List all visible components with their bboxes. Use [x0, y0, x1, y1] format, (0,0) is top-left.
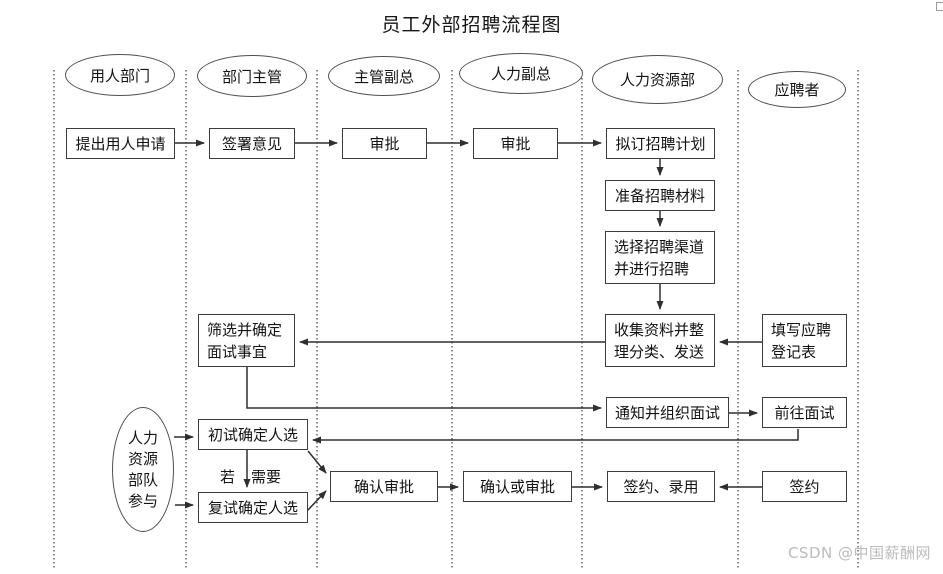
node-screen-arrange-interview: 筛选并确定面试事宜: [198, 314, 295, 367]
node-confirm-approve: 确认审批: [330, 471, 438, 502]
diagram-title: 员工外部招聘流程图: [381, 14, 562, 36]
node-confirm-or-approve: 确认或审批: [463, 471, 572, 502]
node-collect-sort-send: 收集资料并整理分类、发送: [605, 314, 715, 367]
corner-ui-fragment: [936, 2, 943, 11]
actor-line: 人力: [127, 428, 158, 447]
edge-label-if: 若: [220, 468, 236, 486]
edge-label-needed: 需要: [251, 468, 282, 486]
node-select-channel: 选择招聘渠道并进行招聘: [605, 231, 715, 284]
actor-line: 参与: [127, 491, 158, 510]
actor-hr-team-participates: 人力 资源 部队 参与: [112, 407, 174, 532]
node-prepare-materials: 准备招聘材料: [605, 180, 715, 211]
node-draft-recruit-plan: 拟订招聘计划: [606, 128, 715, 159]
node-sign-contract: 签约: [762, 471, 847, 502]
node-first-interview-select: 初试确定人选: [198, 419, 308, 450]
node-second-interview-select: 复试确定人选: [198, 492, 308, 523]
node-attend-interview: 前往面试: [762, 397, 847, 428]
node-approve-vp: 审批: [342, 128, 427, 159]
lane-header-hr-vp: 人力副总: [459, 53, 583, 94]
actor-line: 资源: [127, 449, 158, 468]
actor-line: 部队: [127, 470, 158, 489]
csdn-watermark: CSDN @中国薪酬网: [787, 544, 931, 562]
node-sign-opinion: 签署意见: [209, 128, 295, 159]
lane-header-hr-dept: 人力资源部: [592, 55, 723, 104]
flow-arrows: [174, 139, 799, 512]
node-request-staff: 提出用人申请: [66, 128, 175, 159]
lane-divider-lines: [53, 70, 859, 568]
lane-header-supervising-vp: 主管副总: [328, 56, 440, 96]
lane-header-applicant: 应聘者: [748, 71, 846, 108]
lane-header-requesting-dept: 用人部门: [65, 54, 175, 96]
node-approve-hr-vp: 审批: [473, 128, 558, 159]
node-sign-and-hire: 签约、录用: [607, 471, 715, 502]
node-notify-organize-interview: 通知并组织面试: [606, 397, 729, 428]
node-fill-application-form: 填写应聘登记表: [762, 314, 847, 367]
lane-header-dept-manager: 部门主管: [197, 55, 307, 97]
